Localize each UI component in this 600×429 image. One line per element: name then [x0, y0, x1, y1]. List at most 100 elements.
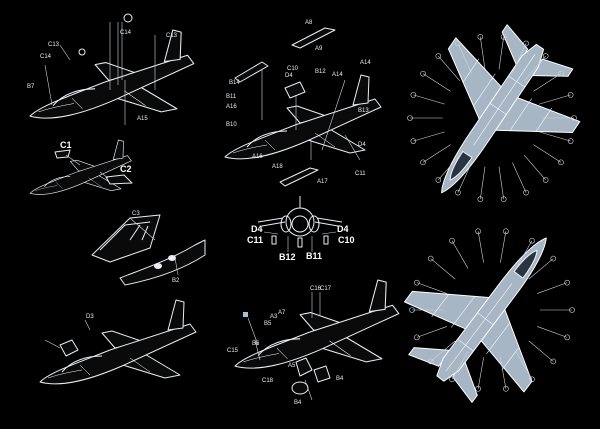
- part-label: A17: [317, 179, 328, 185]
- callout-line: [528, 258, 554, 280]
- callout-line: [413, 94, 445, 105]
- aircraft-gear-view: [234, 279, 400, 369]
- color-callout-marker: [475, 228, 481, 235]
- color-callout-marker: [410, 138, 417, 144]
- step-4-final-assembly: D3: [39, 299, 197, 385]
- fuel-tank: [279, 167, 319, 187]
- color-callout-marker: [477, 196, 484, 202]
- color-callout-marker: [455, 40, 461, 47]
- callout-line: [539, 131, 571, 142]
- callout-line: [416, 326, 447, 338]
- callout-line: [515, 351, 533, 380]
- callout-line: [422, 73, 451, 92]
- color-callout-marker: [455, 189, 461, 196]
- color-callout-marker: [550, 255, 557, 262]
- color-callout-marker: [567, 138, 574, 144]
- callout-line: [500, 231, 507, 263]
- part-label: C11: [247, 235, 263, 245]
- part-label: A18: [272, 164, 283, 170]
- color-callout-marker: [503, 385, 509, 392]
- engine-part: [291, 381, 309, 395]
- part-label: C2: [120, 164, 132, 174]
- step-3-cockpit-assembly: C3 B2: [91, 211, 206, 286]
- seat-part: [284, 81, 306, 99]
- part-label: A16: [226, 104, 237, 110]
- part-label: C3: [132, 211, 140, 217]
- part-label: B12: [315, 69, 326, 75]
- step-7-landing-gear-assembly: C16 C17 A3 A7 B5 B6 C15 C18 A5 B4 B4: [227, 279, 400, 406]
- color-callout-marker: [435, 53, 442, 59]
- part-label: B11: [226, 94, 237, 100]
- part-label: D3: [86, 314, 94, 320]
- callout-line: [451, 240, 469, 269]
- color-callout-marker: [550, 358, 557, 365]
- part-label: D4: [251, 224, 263, 234]
- callout-line: [512, 162, 527, 193]
- part-label: C10: [287, 66, 299, 72]
- intake-part: [295, 357, 313, 377]
- part-label: B12: [279, 252, 296, 262]
- fuselage-front: [285, 207, 315, 237]
- color-callout-marker: [410, 92, 417, 98]
- color-callout-marker: [427, 358, 434, 365]
- part-label: B11: [306, 251, 322, 261]
- color-callout-marker: [529, 237, 535, 244]
- callout-line: [539, 94, 571, 105]
- part-label: B6: [252, 341, 260, 347]
- part-label: A16: [252, 154, 263, 160]
- part-label: B14: [229, 80, 240, 86]
- part-label: D4: [285, 73, 293, 79]
- callout-line: [515, 240, 533, 269]
- color-callout-marker: [558, 70, 564, 77]
- color-callout-marker: [414, 334, 420, 341]
- part-label: A9: [315, 46, 323, 52]
- callout-line: [416, 282, 447, 294]
- part-label: B4: [294, 400, 302, 406]
- part-label: C10: [338, 235, 355, 245]
- top-view-painting-guide: [378, 4, 600, 236]
- color-callout-marker: [558, 159, 564, 166]
- color-callout-marker: [569, 307, 575, 313]
- callout-line: [457, 162, 472, 193]
- part-label: C1: [60, 140, 72, 150]
- part-label: C17: [320, 286, 332, 292]
- part-label: A3: [270, 314, 278, 320]
- step-2-wing-assembly: C1 C2: [29, 139, 133, 195]
- color-callout-marker: [542, 53, 549, 59]
- color-callout-marker: [435, 177, 442, 183]
- bottom-view-painting-guide: [380, 192, 600, 425]
- color-callout-marker: [529, 376, 535, 383]
- callout-line: [422, 144, 451, 163]
- callout-line: [537, 282, 568, 294]
- callout-line: [480, 166, 486, 200]
- part-label: A5: [288, 363, 296, 369]
- aircraft-top-view: [378, 4, 600, 236]
- step-5-weapons-assembly: A8 A9 B14 C10 D4 B12 A14 A14 B11 A16 B10…: [224, 20, 382, 187]
- part-label: B5: [264, 321, 272, 327]
- step-1-fuselage-assembly: C13 C14 C14 C13 B7 A15: [27, 13, 195, 125]
- part-label: A14: [332, 72, 343, 78]
- color-callout-marker: [427, 255, 434, 262]
- part-label: C16: [310, 286, 322, 292]
- color-callout-marker: [523, 40, 529, 47]
- callout-line: [477, 231, 484, 263]
- callout-line: [523, 154, 546, 181]
- color-callout-marker: [420, 70, 426, 77]
- color-callout-marker: [542, 177, 549, 183]
- color-callout-marker: [407, 115, 413, 121]
- part-label: D4: [337, 224, 349, 234]
- callout-line: [523, 55, 546, 82]
- fuselage-half: [119, 239, 206, 286]
- part-label: A8: [305, 20, 313, 26]
- color-callout-marker: [567, 92, 574, 98]
- callout-line: [477, 357, 484, 389]
- part-label: B10: [226, 122, 237, 128]
- part-label: C13: [48, 42, 60, 48]
- fuel-tank: [291, 27, 336, 49]
- color-callout-marker: [475, 385, 481, 392]
- callout-line: [480, 36, 486, 70]
- part-label: A14: [360, 60, 371, 66]
- part-label: C14: [40, 54, 52, 60]
- callout-line: [438, 55, 461, 82]
